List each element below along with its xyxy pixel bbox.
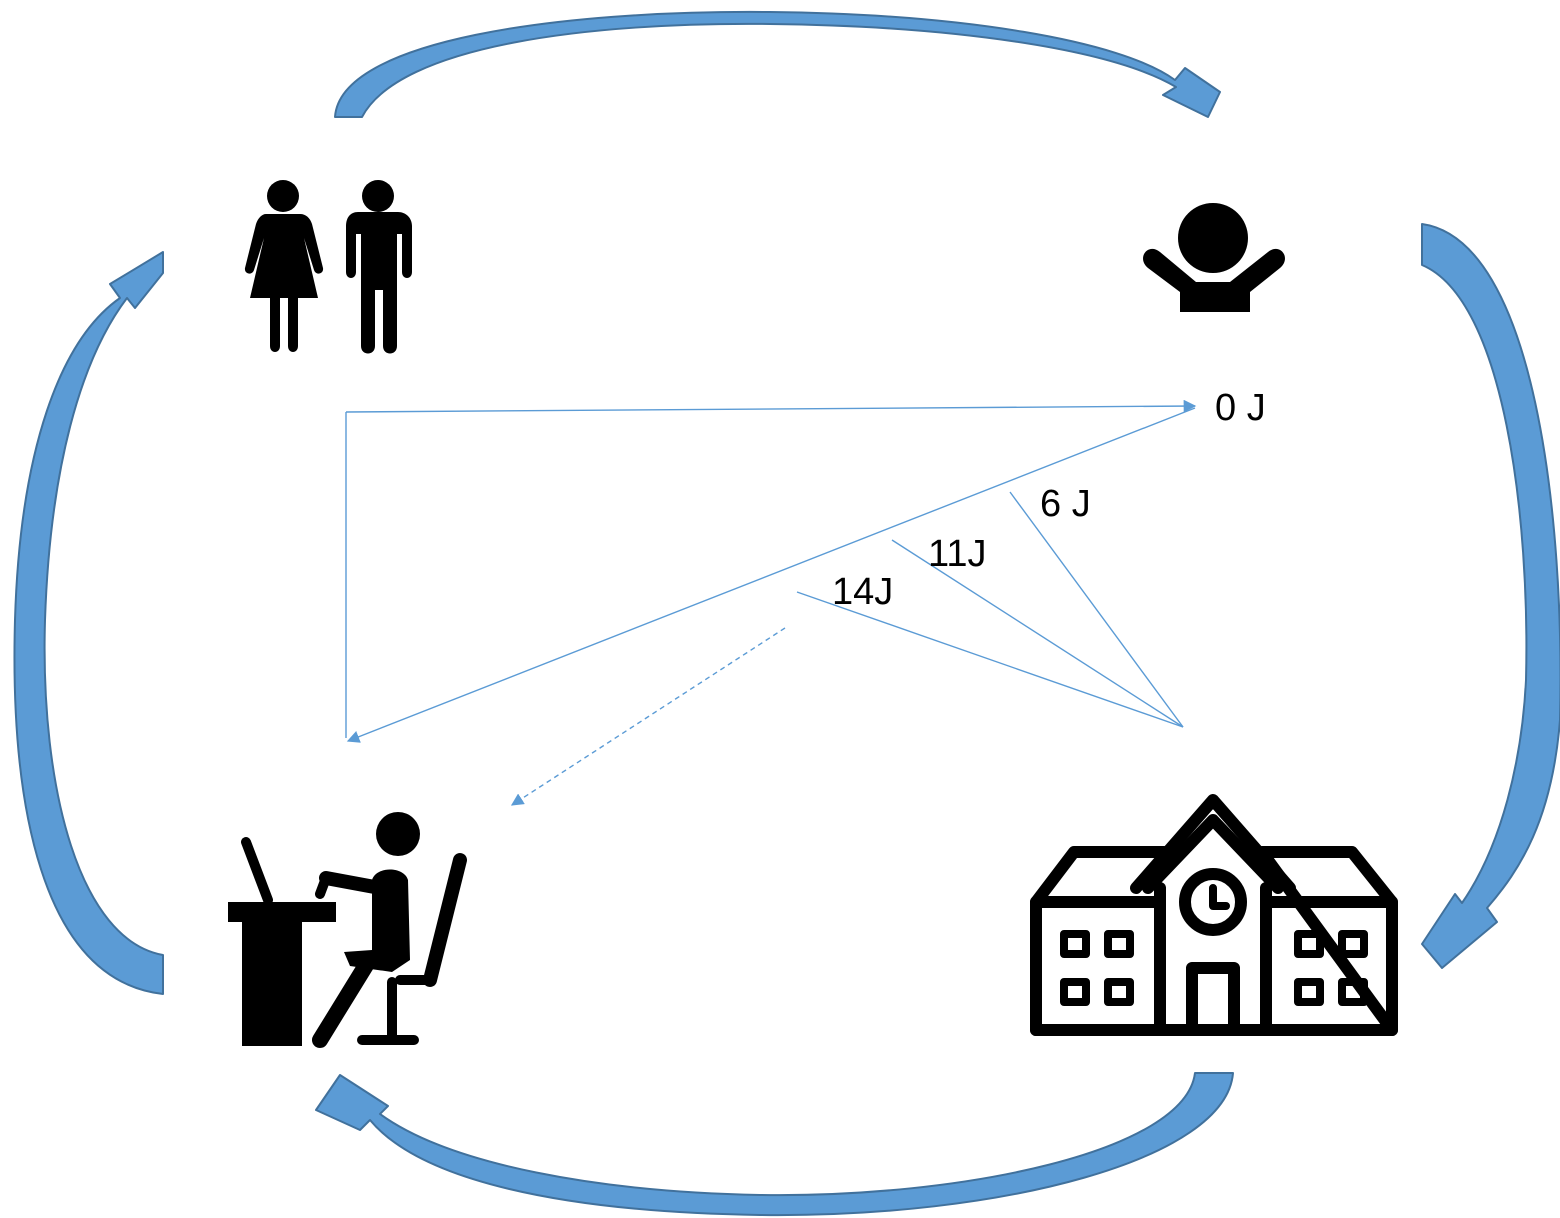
child-arms-up-icon xyxy=(1143,203,1285,312)
line-diagonal xyxy=(346,407,1196,743)
label-eleven-j: 11J xyxy=(928,533,986,575)
label-fourteen-j: 14J xyxy=(832,571,893,613)
cycle-arrow-top xyxy=(334,10,1221,118)
cycle-arrow-bottom xyxy=(315,1072,1234,1217)
line-school-fourteen xyxy=(796,591,1184,728)
person-at-desk-icon xyxy=(228,812,467,1048)
label-zero-j: 0 J xyxy=(1215,387,1266,429)
line-school-six xyxy=(1009,491,1184,728)
cycle-arrow-right xyxy=(1421,223,1560,969)
cycle-arrows xyxy=(13,10,1560,1217)
line-school-eleven xyxy=(891,539,1184,728)
label-six-j: 6 J xyxy=(1040,483,1091,525)
cycle-arrow-left xyxy=(13,251,164,995)
connection-lines xyxy=(345,399,1197,806)
line-to-zero xyxy=(345,399,1197,413)
school-building-icon xyxy=(1030,794,1398,1036)
man-woman-icon xyxy=(244,180,412,354)
line-dashed xyxy=(510,627,786,806)
